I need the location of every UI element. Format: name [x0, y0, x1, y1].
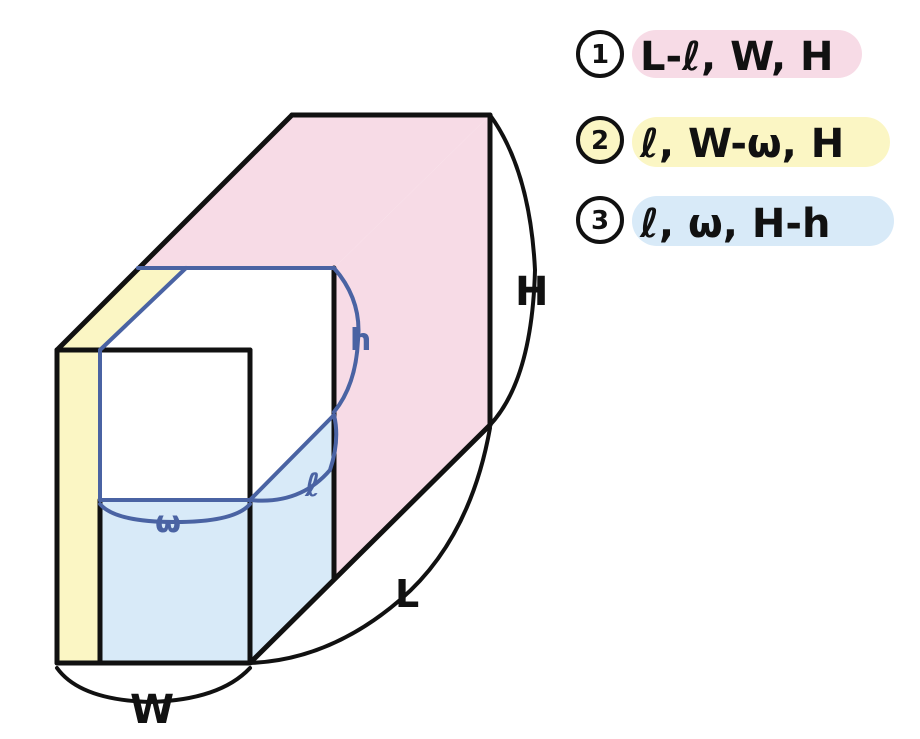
label-omega: ω [155, 505, 181, 540]
arc-w-small [98, 502, 252, 525]
legend-text-1: L-ℓ, W, H [640, 34, 834, 80]
legend-number-circle-2 [576, 116, 624, 164]
region-3-front [100, 500, 250, 663]
label-L: L [395, 572, 419, 616]
inner-cutout-outline [98, 266, 336, 502]
region-3-side [250, 415, 334, 663]
legend-number-2: 2 [591, 126, 609, 156]
legend-number-3: 3 [591, 206, 609, 236]
arc-W [55, 666, 252, 705]
inner-dimension-arcs [98, 266, 361, 525]
legend-item-3: 3 ℓ, ω, H-h [576, 196, 894, 247]
legend-number-circle-1 [576, 30, 624, 78]
label-ell: ℓ [304, 466, 320, 504]
legend-text-2: ℓ, W-ω, H [639, 121, 844, 167]
legend-highlight-3 [632, 196, 894, 246]
label-H: H [515, 269, 548, 315]
legend-text-3: ℓ, ω, H-h [639, 201, 830, 247]
legend-highlight-1 [632, 30, 862, 78]
region-2-top [57, 268, 186, 350]
region-2-front [57, 350, 100, 663]
arc-h-small [332, 266, 361, 414]
legend-number-circle-3 [576, 196, 624, 244]
legend-item-1: 1 L-ℓ, W, H [576, 30, 862, 80]
arc-H [488, 113, 538, 427]
legend-highlight-2 [632, 117, 890, 167]
region-1-top [138, 115, 490, 268]
legend-number-1: 1 [591, 40, 609, 70]
legend-item-2: 2 ℓ, W-ω, H [576, 116, 890, 167]
arc-L [248, 426, 492, 665]
label-W: W [130, 687, 174, 733]
arc-l-small [248, 413, 339, 503]
outer-dimension-arcs [55, 113, 538, 705]
label-h: h [350, 323, 371, 358]
legend: 1 L-ℓ, W, H 2 ℓ, W-ω, H 3 ℓ, ω, H-h [576, 30, 894, 247]
